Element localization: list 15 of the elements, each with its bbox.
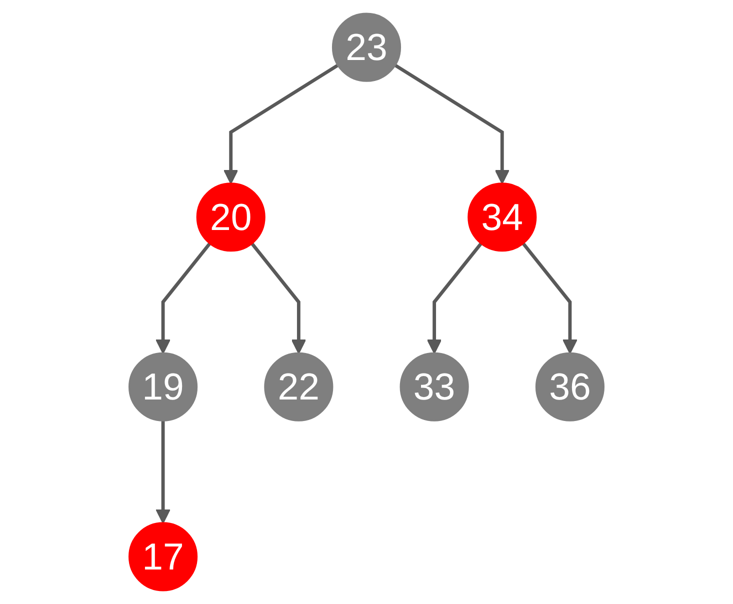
node-circle: 34 [468, 182, 537, 252]
node-circle: 19 [128, 352, 198, 422]
arrow [250, 242, 306, 354]
node-circle: 17 [128, 522, 198, 592]
node-circle: 22 [264, 352, 334, 422]
node-circle: 20 [196, 182, 266, 252]
arrow [522, 242, 578, 354]
arrow [426, 242, 482, 354]
node-circle: 33 [400, 352, 469, 422]
node-circle: 23 [332, 12, 402, 82]
arrow [156, 420, 171, 524]
node-circle: 36 [535, 352, 604, 422]
arrow [394, 64, 510, 184]
arrow [223, 64, 339, 184]
arrow [156, 242, 212, 354]
